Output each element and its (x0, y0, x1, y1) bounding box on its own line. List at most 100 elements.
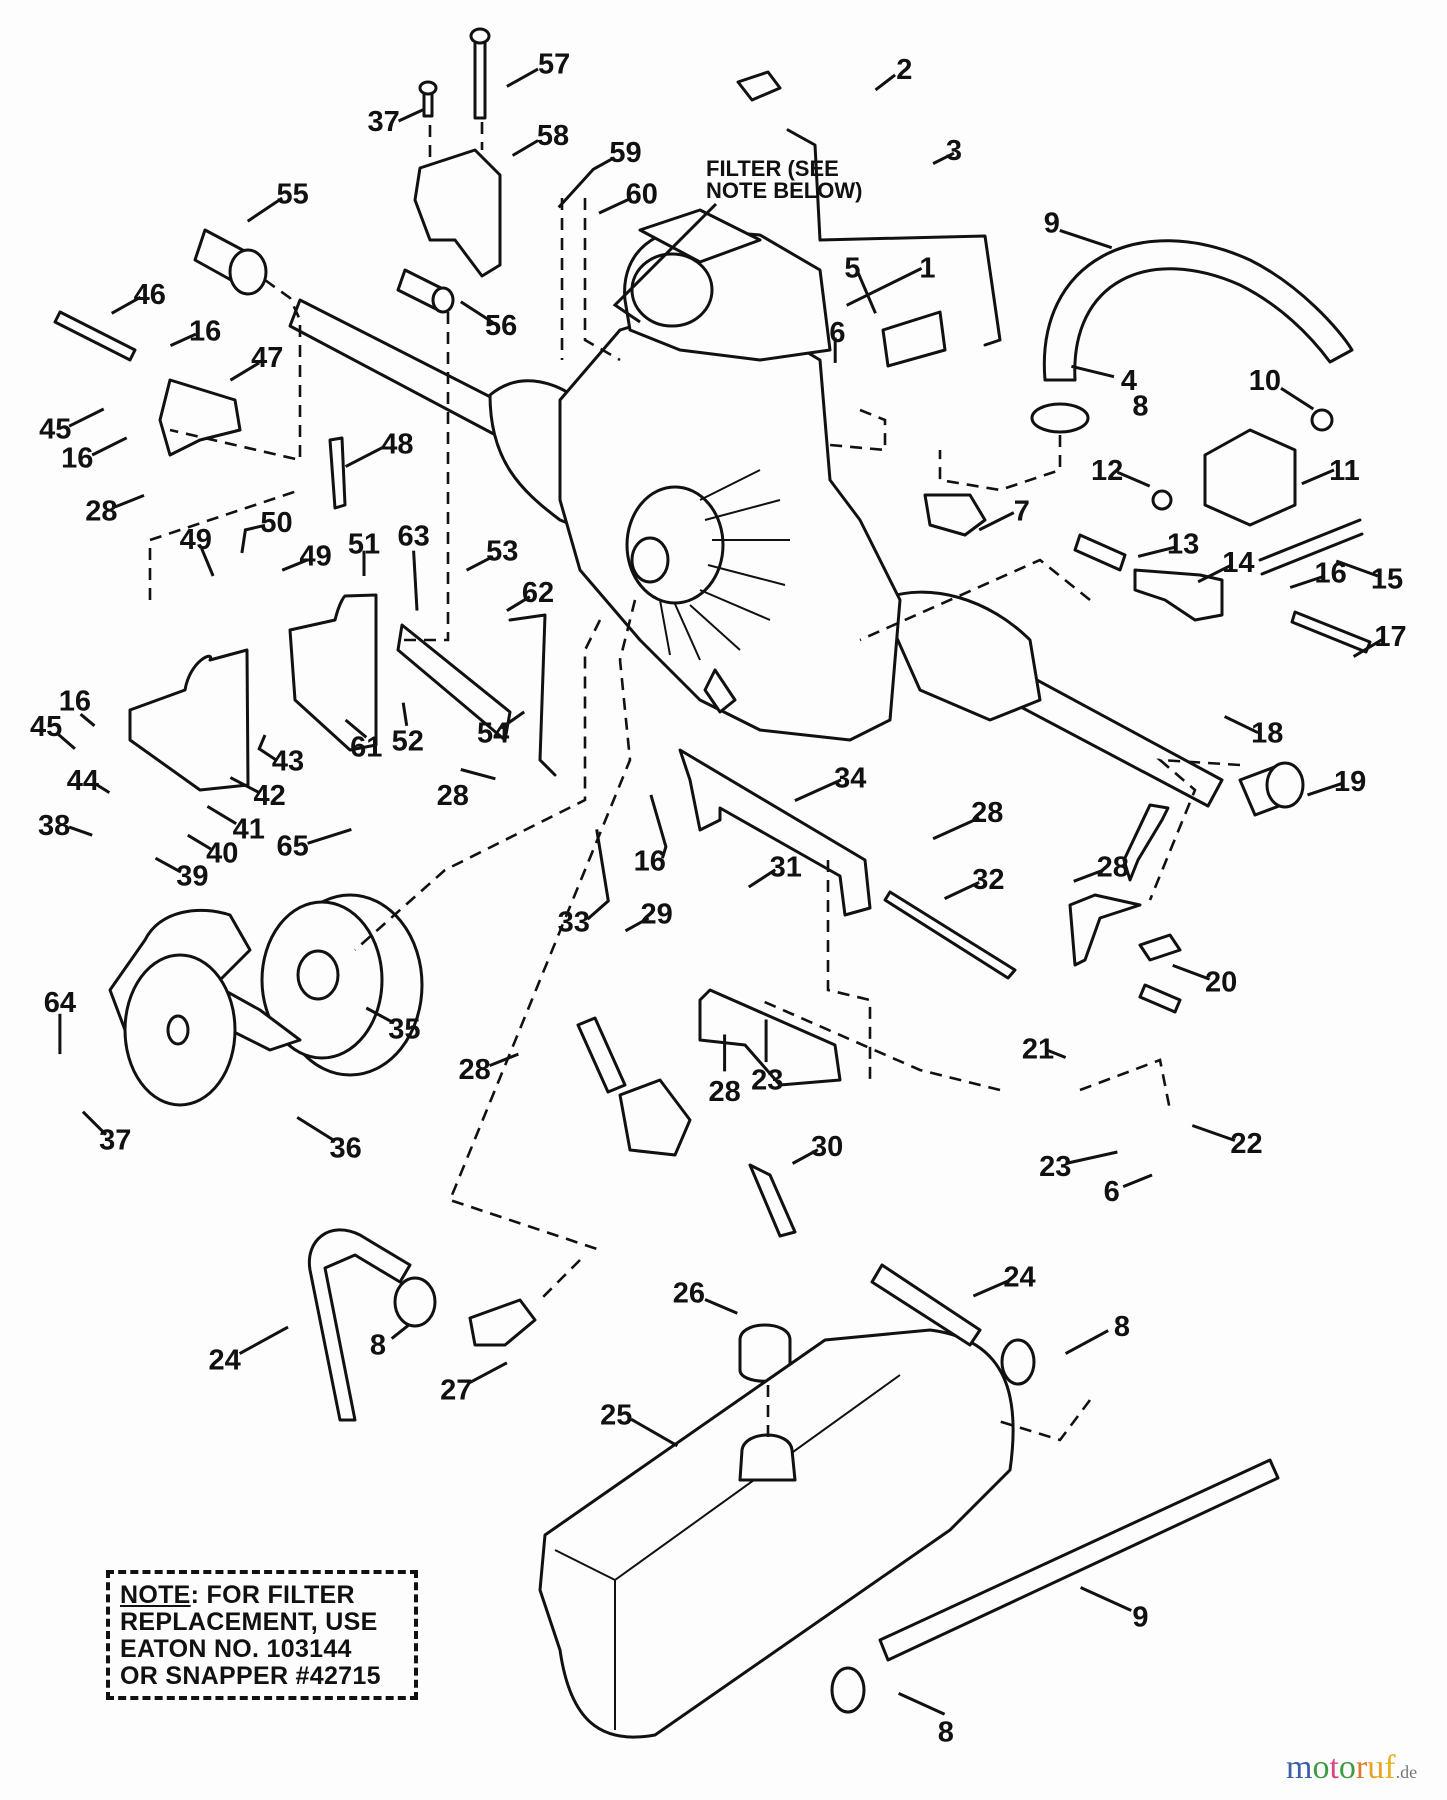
leader-6b (1122, 1173, 1153, 1188)
leader-21 (1047, 1049, 1067, 1059)
callout-8a: 8 (1132, 391, 1148, 423)
bracket-34 (678, 748, 872, 917)
assembly-dash-lines (148, 122, 1241, 1442)
bracket-47 (158, 378, 242, 457)
callout-49a: 49 (180, 524, 212, 556)
callout-60: 60 (626, 179, 658, 211)
plate-4 (881, 310, 947, 368)
leader-10 (1280, 386, 1315, 411)
callout-23b: 23 (751, 1064, 783, 1096)
callout-43: 43 (272, 745, 304, 777)
leader-16c (169, 332, 197, 347)
leader-39 (154, 856, 182, 874)
rod-54 (508, 613, 557, 777)
callout-27: 27 (440, 1374, 472, 1406)
leader-19 (1307, 781, 1343, 797)
pin-6-bottom (1138, 983, 1182, 1014)
callout-1: 1 (919, 252, 935, 284)
leader-56 (459, 300, 494, 324)
note-text-1: : FOR FILTER (190, 1581, 355, 1609)
plate-51 (288, 593, 378, 752)
callout-61: 61 (350, 732, 382, 764)
watermark-letter: f (1384, 1749, 1396, 1786)
callout-28b: 28 (1097, 851, 1129, 883)
leader-45a (68, 407, 105, 428)
leader-9a (1059, 228, 1113, 250)
callout-33: 33 (558, 907, 590, 939)
leader-8c (1064, 1329, 1109, 1355)
callout-45b: 45 (30, 711, 62, 743)
bracket-14 (1133, 568, 1224, 622)
filter-label-line-2: NOTE BELOW) (706, 178, 862, 203)
callout-50: 50 (260, 507, 292, 539)
callout-41: 41 (233, 813, 265, 845)
leader-28e (114, 494, 145, 509)
callout-42: 42 (253, 780, 285, 812)
leader-27 (469, 1361, 508, 1384)
callout-52: 52 (392, 726, 424, 758)
leader-14 (1197, 563, 1234, 584)
clamp-8-right (1000, 1338, 1036, 1386)
callout-16d: 16 (61, 442, 93, 474)
rod-30 (748, 1163, 797, 1238)
strap-63 (396, 623, 512, 742)
leader-48 (344, 445, 385, 468)
note-line-4: OR SNAPPER #42715 (120, 1662, 381, 1690)
tee-48 (328, 436, 347, 510)
bolt-57 (473, 36, 487, 120)
leader-32 (943, 881, 980, 900)
callout-30: 30 (811, 1131, 843, 1163)
callout-62: 62 (522, 577, 554, 609)
callout-44: 44 (67, 765, 99, 797)
leader-3 (932, 151, 955, 165)
leader-57 (506, 67, 539, 88)
leader-59 (557, 156, 615, 209)
callout-13: 13 (1167, 529, 1199, 561)
leader-16d (91, 436, 128, 457)
callout-58: 58 (537, 120, 569, 152)
leader-16a (1289, 574, 1326, 589)
callout-37b: 37 (99, 1124, 131, 1156)
leader-22 (1191, 1124, 1236, 1142)
lever-31 (698, 988, 842, 1087)
leader-45b (56, 732, 76, 750)
callout-24b: 24 (1003, 1261, 1035, 1293)
fuel-tank-25 (538, 1328, 1015, 1739)
callout-2: 2 (896, 54, 912, 86)
leader-29 (624, 916, 650, 933)
part-drawings (53, 27, 1372, 1739)
leader-18 (1223, 715, 1259, 735)
watermark-letter: r (1355, 1749, 1368, 1786)
callout-8d: 8 (938, 1717, 954, 1749)
hose-24-left (307, 1228, 412, 1422)
callout-11: 11 (1329, 455, 1360, 487)
leader-28a (932, 816, 980, 841)
leader-37b (81, 1110, 108, 1136)
callout-14: 14 (1222, 547, 1254, 579)
leader-63 (412, 550, 419, 611)
callout-51: 51 (348, 529, 380, 561)
callout-6a: 6 (829, 317, 845, 349)
leader-7 (978, 511, 1015, 532)
callout-28d: 28 (708, 1076, 740, 1108)
callout-32: 32 (972, 864, 1004, 896)
callout-12: 12 (1091, 455, 1123, 487)
note-heading: NOTE (120, 1581, 191, 1609)
callout-16e: 16 (59, 685, 91, 717)
clamp-8-top (1030, 402, 1090, 434)
right-axle-housing (878, 590, 1042, 722)
leader-4 (1071, 364, 1115, 379)
plate-42 (128, 648, 250, 792)
leader-58 (511, 139, 539, 157)
fitting-12 (1151, 489, 1173, 511)
leader-16e (79, 713, 96, 727)
callout-40: 40 (206, 838, 238, 870)
leader-8b (390, 1323, 410, 1340)
callout-17: 17 (1374, 621, 1406, 653)
rod-3 (786, 128, 1002, 347)
tank-filler-neck (738, 1433, 797, 1482)
callout-24a: 24 (208, 1344, 240, 1376)
callout-9b: 9 (1132, 1601, 1148, 1633)
spacer-19 (1238, 761, 1305, 817)
watermark-letter: o (1338, 1749, 1356, 1786)
